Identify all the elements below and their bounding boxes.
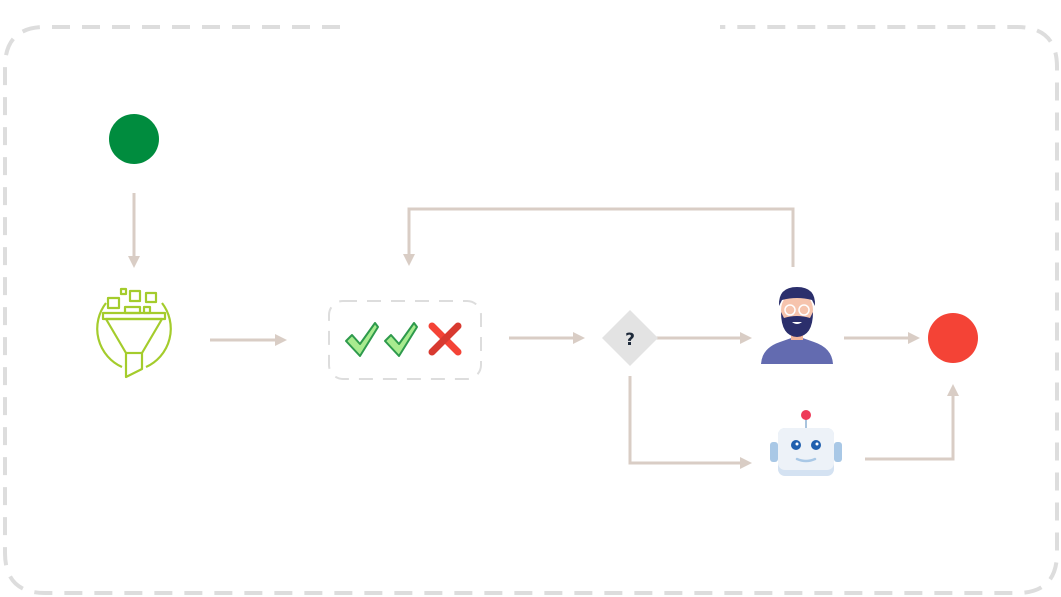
connector-decision-human [647,332,752,344]
connector-start-filter [128,193,140,268]
funnel-icon[interactable] [96,287,172,379]
connector-human-end [844,332,920,344]
check-icon [384,322,418,357]
start-node[interactable] [109,114,159,164]
end-node[interactable] [928,313,978,363]
decision-node[interactable]: ? [602,310,658,366]
cross-icon [428,322,462,356]
connector-filter-validation [210,334,287,346]
robot-icon[interactable] [770,410,842,476]
check-icon [345,322,379,357]
connector-bot-end [865,384,959,461]
diagram-border [3,25,1059,595]
validation-node[interactable] [328,300,482,380]
connector-human-feedback [403,207,795,267]
person-avatar-icon[interactable] [761,287,833,364]
connector-validation-decision [509,332,585,344]
connector-decision-bot [628,376,752,469]
decision-label: ? [625,330,635,350]
